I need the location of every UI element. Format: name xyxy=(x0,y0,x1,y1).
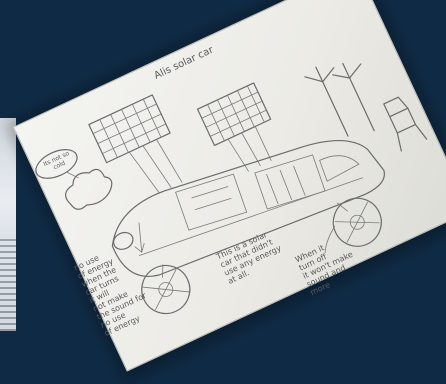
chair-sketch xyxy=(380,94,427,151)
solar-panel-right xyxy=(198,83,287,180)
background-object xyxy=(0,118,16,331)
paper-sheet: Alis solar car Its not so cold no use of… xyxy=(13,0,446,372)
wind-turbines xyxy=(303,49,388,147)
annotation-arrows xyxy=(126,148,343,324)
solar-panel-left xyxy=(89,95,191,208)
pencil-drawing xyxy=(13,0,446,372)
photo-scene: Alis solar car Its not so cold no use of… xyxy=(0,0,446,331)
